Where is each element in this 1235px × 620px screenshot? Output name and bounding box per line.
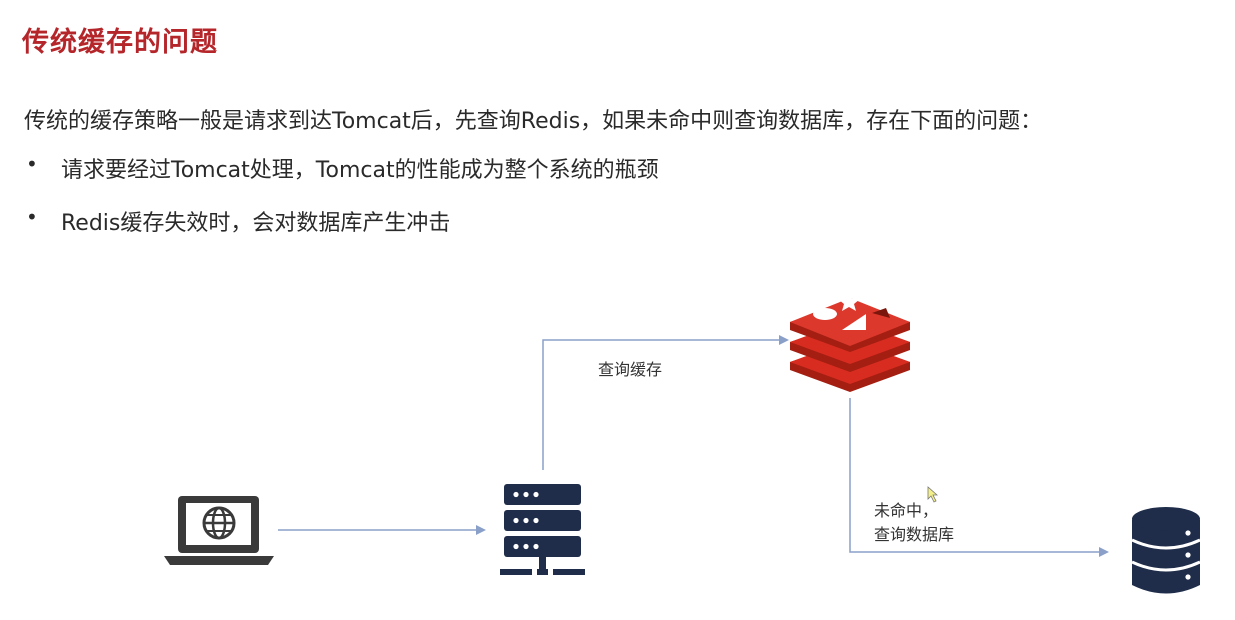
- database-icon: [1131, 507, 1201, 594]
- laptop-globe-icon: [164, 496, 274, 565]
- bullet-item: • 请求要经过Tomcat处理，Tomcat的性能成为整个系统的瓶颈: [24, 152, 659, 205]
- page-title: 传统缓存的问题: [22, 27, 218, 58]
- server-stack-icon: [500, 484, 585, 575]
- redis-logo-icon: [790, 292, 910, 392]
- edge-label-query-cache: 查询缓存: [598, 360, 663, 379]
- intro-paragraph: 传统的缓存策略一般是请求到达Tomcat后，先查询Redis，如果未命中则查询数…: [24, 109, 1043, 134]
- bullet-item: • Redis缓存失效时，会对数据库产生冲击: [24, 205, 659, 258]
- arrow-tomcat-to-redis: [542, 335, 789, 470]
- arrow-redis-to-database: [849, 398, 1109, 557]
- bullet-marker: •: [26, 152, 38, 176]
- mouse-cursor-icon: [927, 486, 939, 503]
- bullet-list: • 请求要经过Tomcat处理，Tomcat的性能成为整个系统的瓶颈 • Red…: [24, 152, 659, 258]
- edge-label-cache-miss: 未命中，: [874, 501, 939, 520]
- bullet-text: Redis缓存失效时，会对数据库产生冲击: [61, 211, 451, 236]
- edge-label-query-database: 查询数据库: [874, 525, 955, 544]
- bullet-text: 请求要经过Tomcat处理，Tomcat的性能成为整个系统的瓶颈: [61, 158, 659, 183]
- bullet-marker: •: [26, 205, 38, 229]
